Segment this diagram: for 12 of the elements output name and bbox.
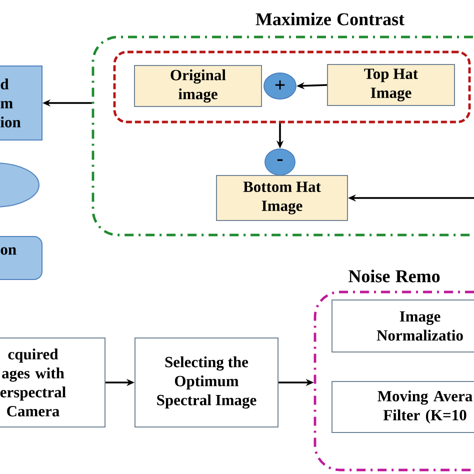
rounded-box: on [0,236,42,280]
process-box: d m ion [0,66,42,140]
process-box: Moving Avera Filter (K=10 [332,381,474,433]
process-box: Image Normalizatio [332,300,474,352]
process-box: Selecting the Optimum Spectral Image [134,338,278,428]
process-box: Original image [134,65,262,107]
group-title: Maximize Contrast [256,12,404,26]
group-title: Noise Remo [348,270,440,282]
process-box: cquired ages with erspectral Camera [0,338,106,428]
process-box: Bottom Hat Image [216,175,348,221]
process-box: Top Hat Image [327,64,455,106]
dashed-group-frame [113,50,471,124]
